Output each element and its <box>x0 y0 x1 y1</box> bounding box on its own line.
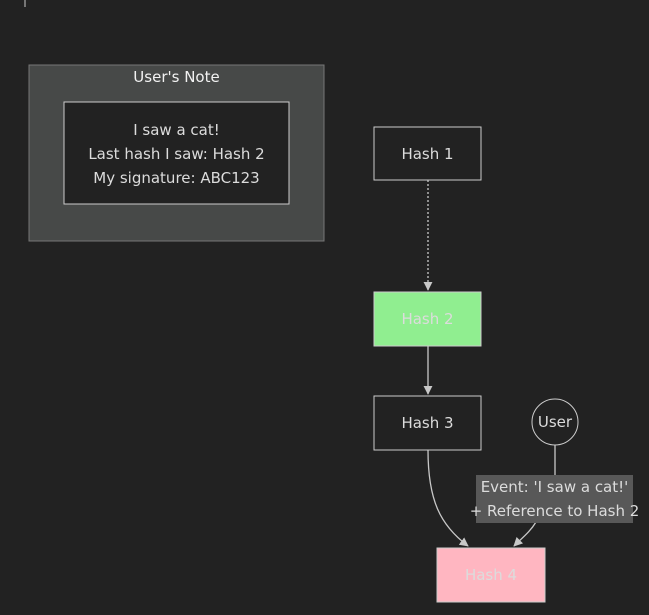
node-user: User <box>531 398 579 446</box>
node-hash-1-label: Hash 1 <box>401 145 453 163</box>
edge-label-line-2: + Reference to Hash 2 <box>470 502 640 520</box>
edge-label-box <box>476 475 633 523</box>
node-hash-2-box <box>373 291 482 347</box>
node-hash-4-label: Hash 4 <box>465 566 517 584</box>
node-user-label: User <box>538 413 573 431</box>
node-hash-4-box <box>436 547 546 603</box>
cluster-title: User's Note <box>133 68 219 86</box>
note-line-3: My signature: ABC123 <box>93 169 259 187</box>
edge-label-line-1: Event: 'I saw a cat!' <box>481 478 629 496</box>
node-hash-2-label: Hash 2 <box>401 310 453 328</box>
node-hash-1-box <box>373 126 482 181</box>
node-hash-3: Hash 3 <box>373 395 482 451</box>
node-hash-3-label: Hash 3 <box>401 414 453 432</box>
edge-hash3-hash4 <box>427 449 469 547</box>
note-box <box>63 101 290 205</box>
node-hash-3-box <box>373 395 482 451</box>
note-line-1: I saw a cat! <box>133 121 220 139</box>
note-line-2: Last hash I saw: Hash 2 <box>88 145 264 163</box>
node-user-circle <box>531 398 579 446</box>
node-hash-4: Hash 4 <box>436 547 546 603</box>
node-hash-1: Hash 1 <box>373 126 482 181</box>
node-hash-2: Hash 2 <box>373 291 482 347</box>
users-note-cluster: User's Note I saw a cat! Last hash I saw… <box>28 64 325 242</box>
edge-label: Event: 'I saw a cat!' + Reference to Has… <box>470 475 640 523</box>
edge-label-hash4 <box>513 521 537 547</box>
